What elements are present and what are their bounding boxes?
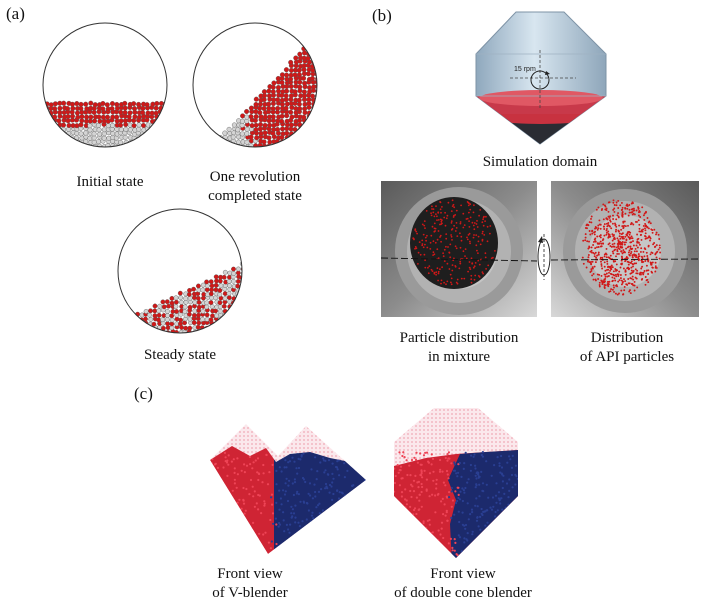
caption-steady-state: Steady state (143, 347, 217, 363)
caption-double-cone-blender: Front view of double cone blender (394, 566, 532, 601)
api-particle-distribution-view (551, 181, 699, 317)
caption-initial-state: Initial state (76, 174, 144, 190)
drum-one-revolution-state (192, 22, 318, 148)
simulation-domain-vessel: 15 rpm (475, 11, 607, 145)
particle-distribution-view (381, 181, 537, 317)
caption-one-revolution: One revolution completed state (208, 169, 302, 204)
panel-label-a: (a) (6, 4, 25, 23)
caption-api-distribution: Distribution of API particles (579, 330, 675, 365)
rotation-arrow-icon (537, 234, 551, 280)
panel-label-c: (c) (134, 384, 153, 403)
panel-label-b: (b) (372, 6, 392, 25)
double-cone-blender-front-view (394, 408, 518, 558)
drum-steady-state (117, 208, 243, 334)
caption-simulation-domain: Simulation domain (482, 154, 598, 170)
caption-v-blender: Front view of V-blender (212, 566, 288, 601)
v-blender-front-view (210, 424, 366, 554)
rotation-speed-label: 15 rpm (514, 66, 536, 73)
caption-particle-distribution: Particle distribution in mixture (399, 330, 519, 365)
drum-initial-state (42, 22, 168, 148)
